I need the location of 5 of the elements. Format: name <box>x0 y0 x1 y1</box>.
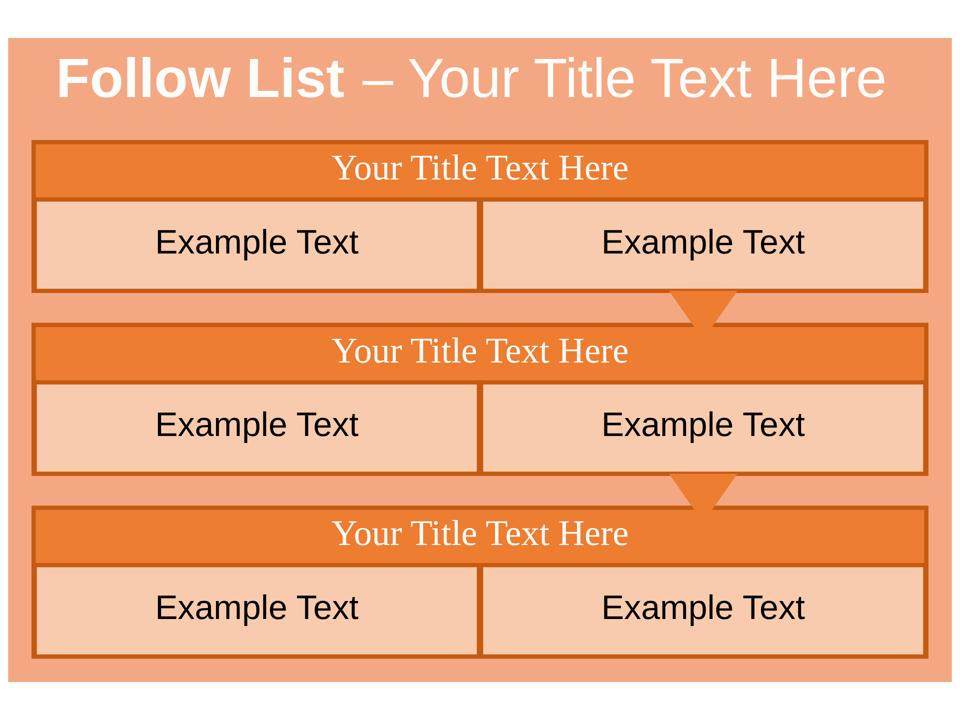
node-box: Example Text <box>32 380 482 476</box>
diagram-title: Follow List – Your Title Text Here <box>56 47 887 110</box>
node-box: Example Text <box>478 562 928 659</box>
node-box: Example Text <box>478 380 928 476</box>
node-box: Example Text <box>32 562 482 659</box>
